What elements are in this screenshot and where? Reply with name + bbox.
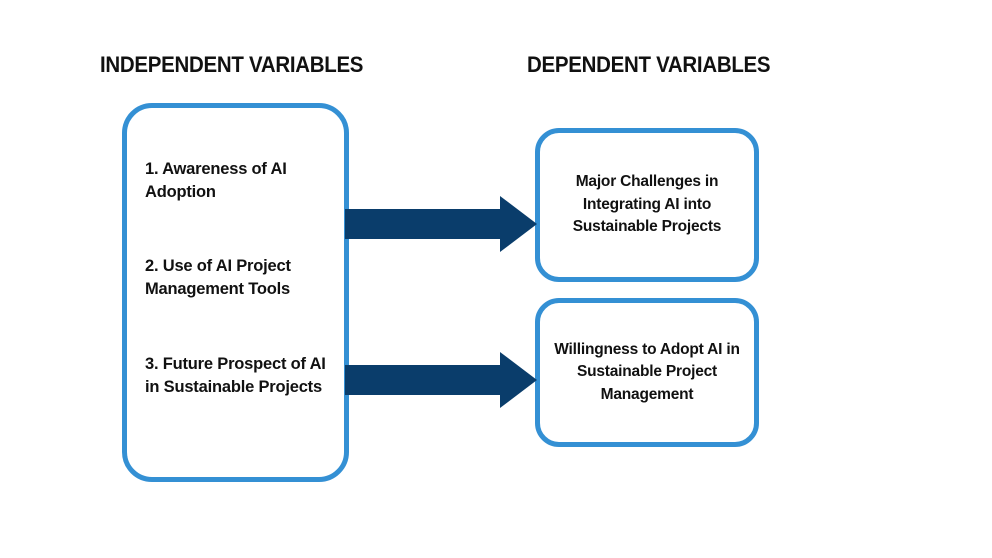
independent-variable-item-3: 3. Future Prospect of AI in Sustainable … [145, 355, 326, 397]
independent-variables-box: 1. Awareness of AI Adoption 2. Use of AI… [122, 103, 349, 482]
heading-independent-variables: INDEPENDENT VARIABLES [100, 52, 364, 77]
dependent-variable-label-challenges: Major Challenges in Integrating AI into … [572, 173, 722, 236]
heading-dependent-variables: DEPENDENT VARIABLES [527, 52, 771, 77]
dependent-variable-box-challenges: Major Challenges in Integrating AI into … [535, 128, 759, 282]
dependent-variable-box-willingness: Willingness to Adopt AI in Sustainable P… [535, 298, 759, 447]
arrow-right-icon-to-willingness [345, 352, 537, 408]
independent-variable-item-2: 2. Use of AI Project Management Tools [145, 257, 291, 299]
dependent-variable-label-willingness: Willingness to Adopt AI in Sustainable P… [554, 340, 740, 403]
independent-variable-item-1: 1. Awareness of AI Adoption [145, 160, 287, 202]
arrow-right-icon-to-challenges [345, 196, 537, 252]
